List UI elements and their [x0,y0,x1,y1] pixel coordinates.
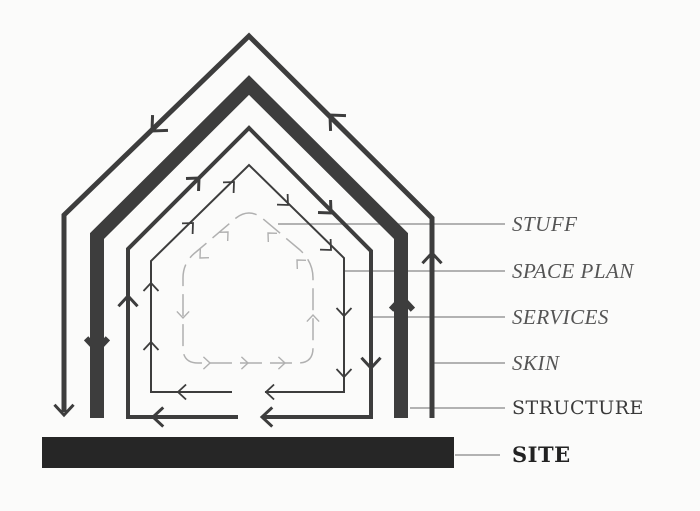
space-plan-arrow-bottom-left [176,383,187,401]
stuff-arrow-1 [218,231,229,242]
stuff-arrow-5 [240,356,250,370]
services-arrow-bottom-left [150,406,165,428]
label-skin: SKIN [512,351,560,375]
stuff-arrow-6 [277,356,287,370]
space-plan-arrow-roof-2 [222,181,235,194]
stuff-layer [182,212,314,364]
space-plan-arrow-bottom-right [264,383,275,401]
skin-arrow-roof-left [150,114,169,133]
structure-arrow-up [388,293,416,312]
label-stuff: STUFF [512,212,578,236]
space-plan-arrow-up-1 [142,281,160,292]
stuff-arrow-2 [199,248,210,259]
services-arrow-up [117,293,139,308]
label-structure: STRUCTURE [512,397,644,419]
skin-arrow-roof-right [328,113,347,132]
stuff-arrow-4 [202,356,212,370]
stuff-arrow-3 [176,310,190,320]
space-plan-arrow-down-1 [335,307,353,318]
stuff-arrow-9 [267,232,278,243]
services-arrow-bottom-right [259,406,274,428]
site-bar [42,437,454,468]
services-arrow-roof-left [185,176,201,192]
label-site: SITE [512,442,571,467]
skin-layer [61,32,435,418]
stuff-arrow-8 [296,259,307,270]
space-plan-arrow-roof-4 [319,238,332,251]
label-services: SERVICES [512,305,609,329]
services-layer [126,125,373,419]
space-plan-layer [150,163,345,393]
skin-arrow-down [53,403,75,418]
space-plan-arrow-roof-1 [181,222,194,235]
structure-arrow-down [83,336,111,355]
services-arrow-down [360,356,382,371]
space-plan-arrow-up-2 [142,340,160,351]
structure-layer [90,75,408,418]
label-space-plan: SPACE PLAN [512,259,634,283]
services-arrow-roof-right [317,199,333,215]
space-plan-arrow-down-2 [335,368,353,379]
skin-arrow-up [421,250,443,265]
stuff-arrow-7 [306,313,320,323]
space-plan-arrow-roof-3 [276,193,289,206]
